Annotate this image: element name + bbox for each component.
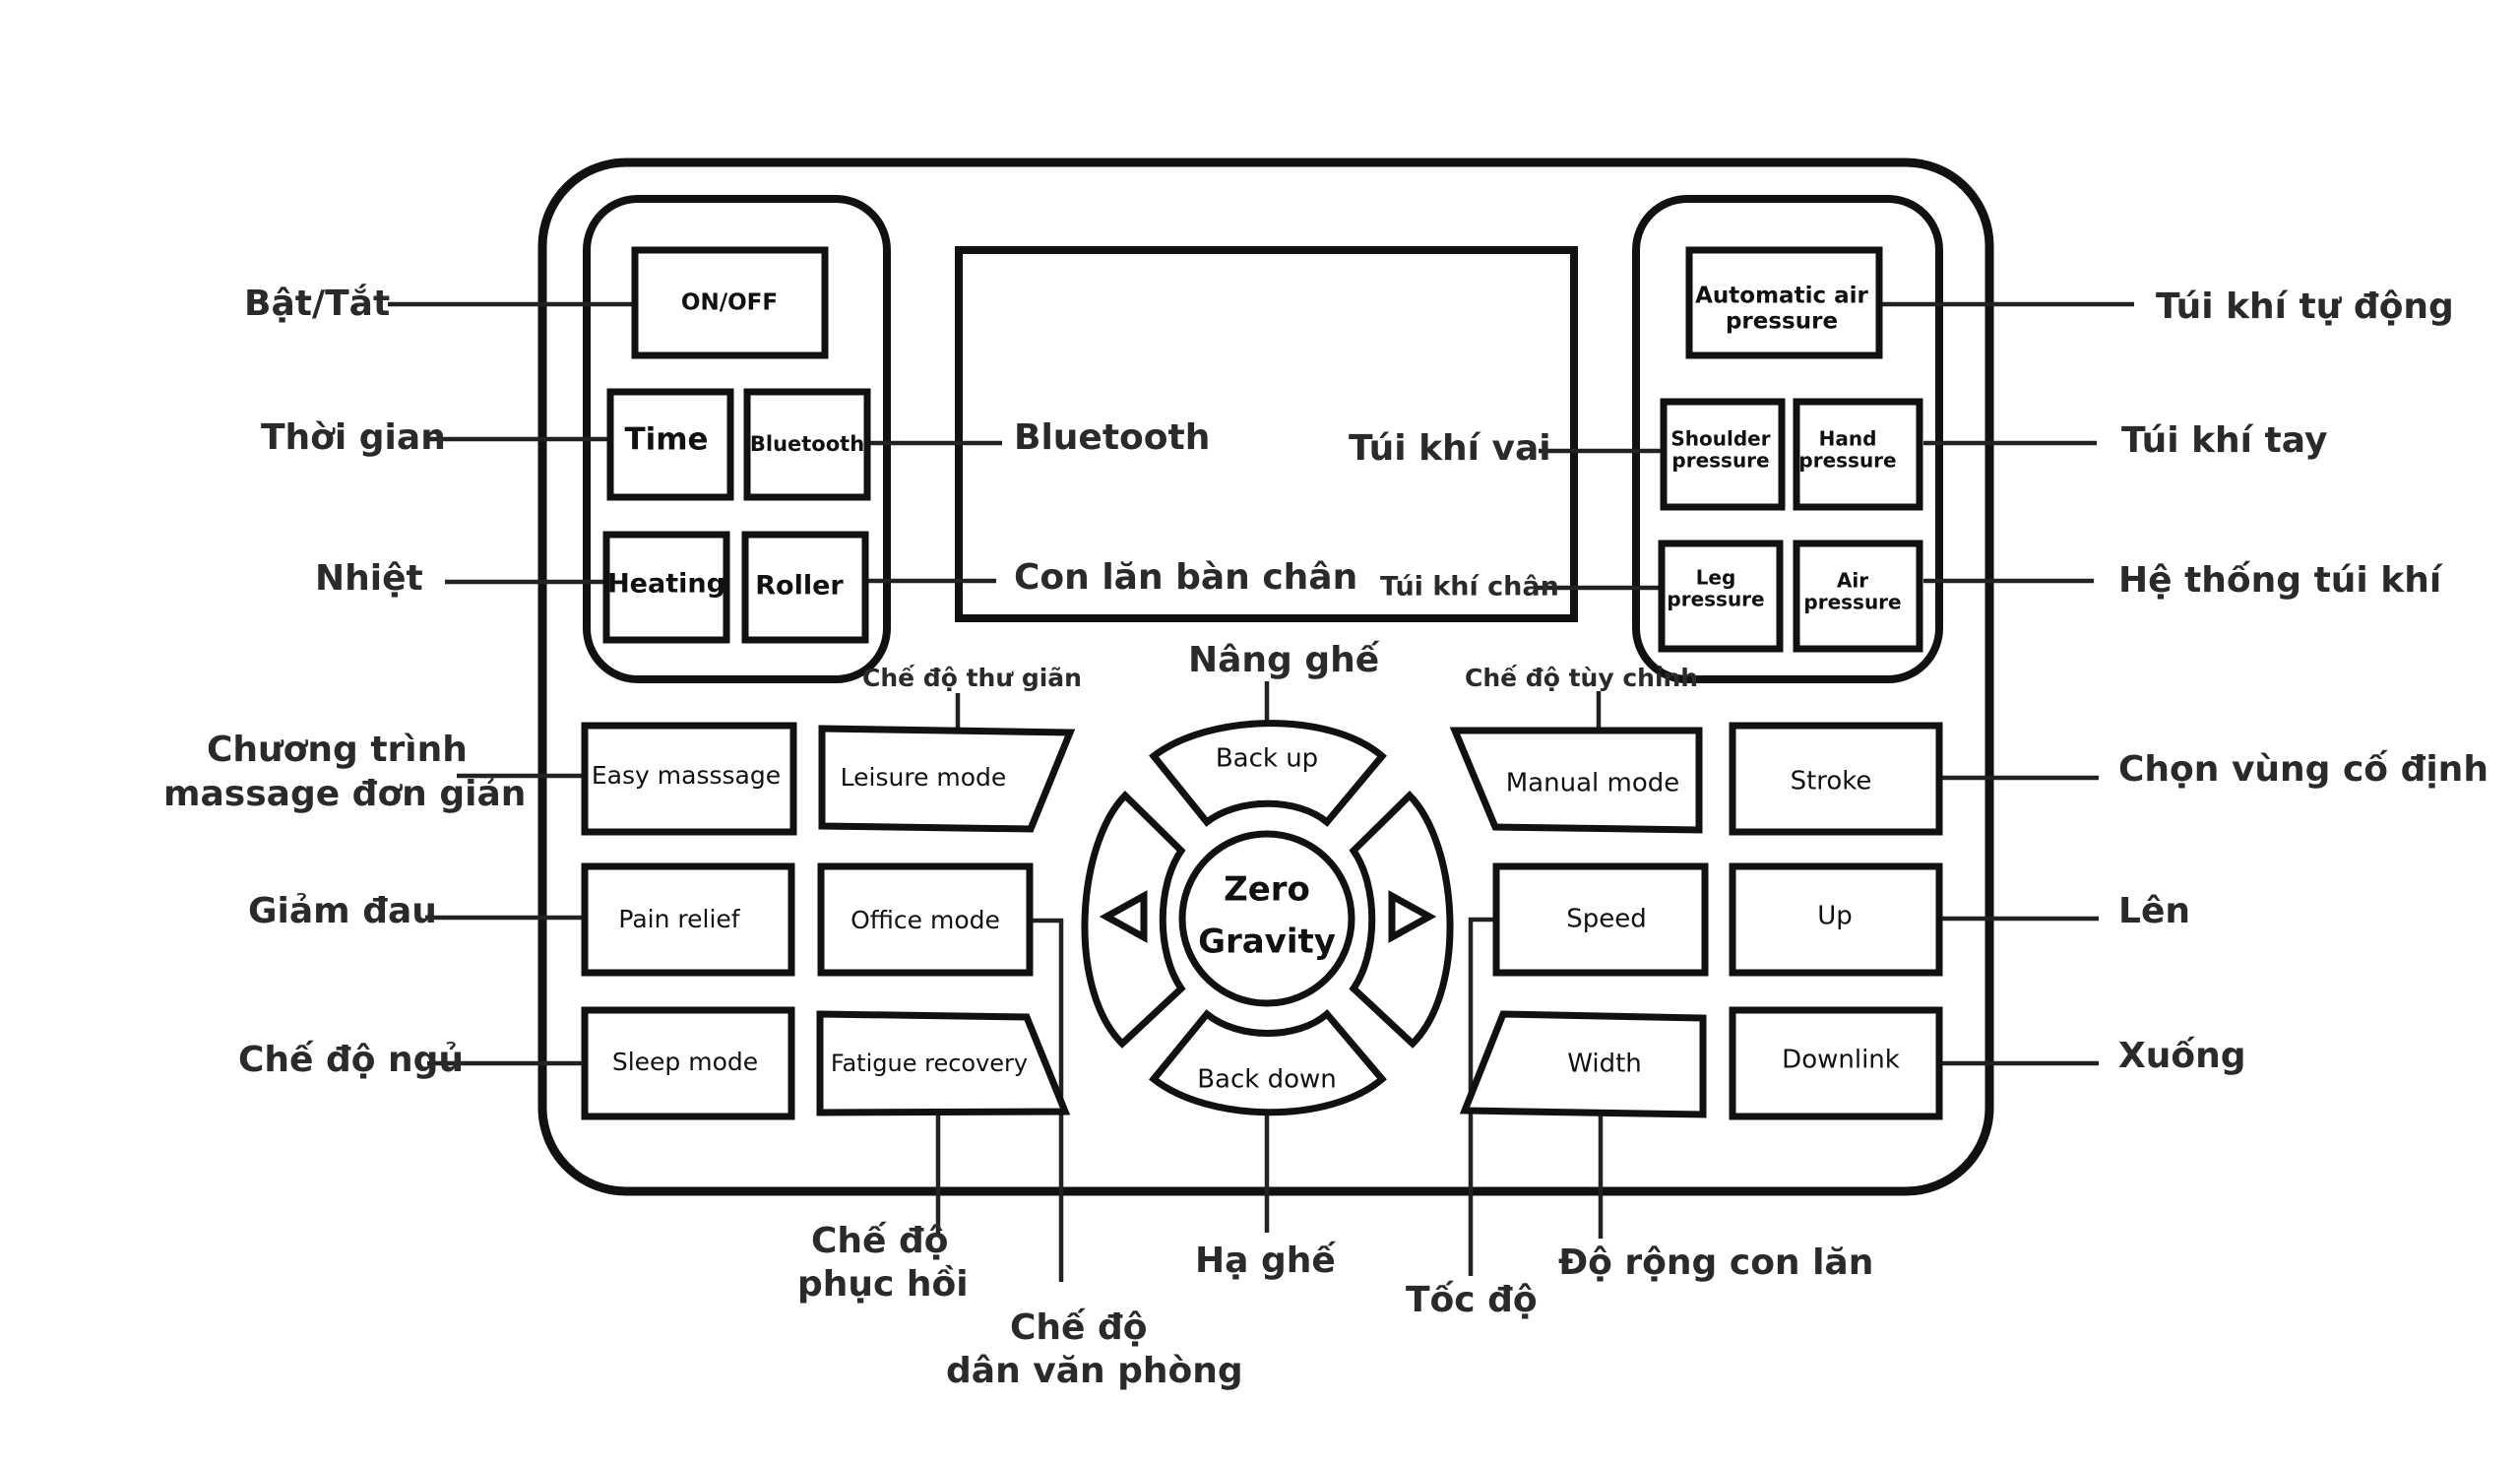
label-che-do-tuy-chinh: Chế độ tùy chỉnh	[1465, 664, 1698, 692]
label-phuc-hoi-1: Chế độ	[811, 1221, 949, 1261]
manual-mode-button[interactable]	[1449, 727, 1703, 834]
shoulder-label-1: Shoulder	[1670, 427, 1770, 451]
label-nang-ghe: Nâng ghế	[1188, 640, 1380, 680]
hand-pressure-button[interactable]	[1793, 398, 1923, 511]
label-bluetooth: Bluetooth	[1014, 417, 1210, 458]
easy-massage-label: Easy masssage	[592, 761, 781, 790]
pain-relief-label: Pain relief	[618, 905, 740, 933]
label-chon-vung: Chọn vùng cố định	[2118, 749, 2488, 790]
label-nhiet: Nhiệt	[315, 558, 423, 599]
office-mode-label: Office mode	[850, 906, 1000, 934]
speed-label: Speed	[1566, 905, 1647, 934]
shoulder-label-2: pressure	[1671, 449, 1769, 473]
office-mode-button[interactable]	[817, 862, 1034, 977]
time-button[interactable]	[606, 388, 734, 501]
back-up-button[interactable]	[1149, 720, 1387, 827]
up-button[interactable]	[1729, 862, 1943, 977]
bluetooth-label: Bluetooth	[750, 432, 864, 456]
back-down-button[interactable]	[1149, 1009, 1387, 1116]
on-off-button[interactable]	[631, 246, 829, 359]
width-label: Width	[1567, 1050, 1642, 1079]
label-tui-khi-vai: Túi khí vai	[1349, 428, 1551, 469]
label-phuc-hoi-2: phục hồi	[797, 1264, 969, 1305]
back-up-label: Back up	[1216, 744, 1318, 774]
pain-relief-button[interactable]	[581, 862, 795, 977]
annotations: Bật/Tắt Thời gian Nhiệt Chương trình mas…	[163, 284, 2488, 1391]
up-label: Up	[1817, 902, 1853, 931]
downlink-button[interactable]	[1729, 1006, 1943, 1120]
leg-label-2: pressure	[1667, 588, 1764, 611]
right-button-group	[1632, 195, 1943, 683]
hand-label-1: Hand	[1819, 427, 1877, 451]
downlink-label: Downlink	[1782, 1046, 1900, 1075]
zero-gravity-label-1: Zero	[1224, 870, 1310, 910]
roller-button[interactable]	[741, 531, 869, 644]
label-che-do-ngu: Chế độ ngủ	[238, 1040, 464, 1080]
air-pressure-button[interactable]	[1793, 540, 1923, 653]
label-van-phong-1: Chế độ	[1010, 1307, 1148, 1348]
hand-label-2: pressure	[1798, 449, 1896, 473]
zero-gravity-button[interactable]	[1178, 830, 1355, 1007]
bluetooth-button[interactable]	[743, 388, 871, 501]
label-tui-khi-tu-dong: Túi khí tự động	[2156, 287, 2454, 327]
label-xuong: Xuống	[2118, 1036, 2246, 1076]
width-button[interactable]	[1459, 1010, 1707, 1118]
air-label-1: Air	[1837, 569, 1868, 593]
label-con-lan: Con lăn bàn chân	[1014, 557, 1357, 598]
leg-pressure-button[interactable]	[1658, 540, 1784, 653]
label-che-do-thu-gian: Chế độ thư giãn	[862, 664, 1082, 692]
label-he-thong: Hệ thống túi khí	[2118, 560, 2443, 601]
automatic-air-pressure-button[interactable]	[1685, 246, 1883, 359]
left-arrow-icon	[1099, 890, 1148, 943]
automatic-air-label-2: pressure	[1726, 309, 1838, 335]
back-down-label: Back down	[1197, 1065, 1337, 1095]
sleep-mode-label: Sleep mode	[612, 1048, 758, 1076]
speed-button[interactable]	[1492, 862, 1709, 977]
right-arrow-icon	[1388, 890, 1437, 943]
sleep-mode-button[interactable]	[581, 1006, 795, 1120]
label-do-rong: Độ rộng con lăn	[1558, 1242, 1873, 1283]
automatic-air-label-1: Automatic air	[1695, 284, 1868, 309]
label-chuong-trinh-2: massage đơn giản	[163, 774, 526, 814]
on-off-label: ON/OFF	[681, 290, 778, 316]
fatigue-recovery-button[interactable]	[816, 1010, 1071, 1116]
label-bat-tat: Bật/Tắt	[244, 284, 390, 324]
stroke-label: Stroke	[1791, 767, 1872, 796]
shoulder-pressure-button[interactable]	[1660, 398, 1786, 511]
label-tui-khi-chan: Túi khí chân	[1380, 572, 1559, 603]
manual-mode-label: Manual mode	[1506, 769, 1679, 798]
time-label: Time	[624, 422, 708, 458]
label-tui-khi-tay: Túi khí tay	[2121, 420, 2327, 461]
leisure-mode-label: Leisure mode	[841, 763, 1007, 792]
connector-lines	[388, 301, 2134, 1282]
leg-label-1: Leg	[1696, 566, 1736, 590]
label-toc-do: Tốc độ	[1406, 1280, 1538, 1320]
air-label-2: pressure	[1803, 591, 1901, 614]
label-van-phong-2: dân văn phòng	[946, 1351, 1243, 1391]
label-ha-ghe: Hạ ghế	[1195, 1241, 1336, 1281]
heating-button[interactable]	[602, 531, 730, 644]
leisure-mode-button[interactable]	[818, 725, 1076, 833]
label-len: Lên	[2118, 891, 2190, 931]
fatigue-recovery-label: Fatigue recovery	[831, 1050, 1028, 1077]
label-thoi-gian: Thời gian	[261, 417, 446, 458]
roller-label: Roller	[755, 571, 844, 602]
display-screen	[955, 246, 1578, 622]
label-chuong-trinh-1: Chương trình	[207, 730, 468, 770]
zero-gravity-label-2: Gravity	[1198, 923, 1336, 962]
easy-massage-button[interactable]	[581, 722, 797, 836]
stroke-button[interactable]	[1729, 722, 1943, 836]
heating-label: Heating	[607, 569, 725, 600]
label-giam-dau: Giảm đau	[248, 891, 437, 931]
